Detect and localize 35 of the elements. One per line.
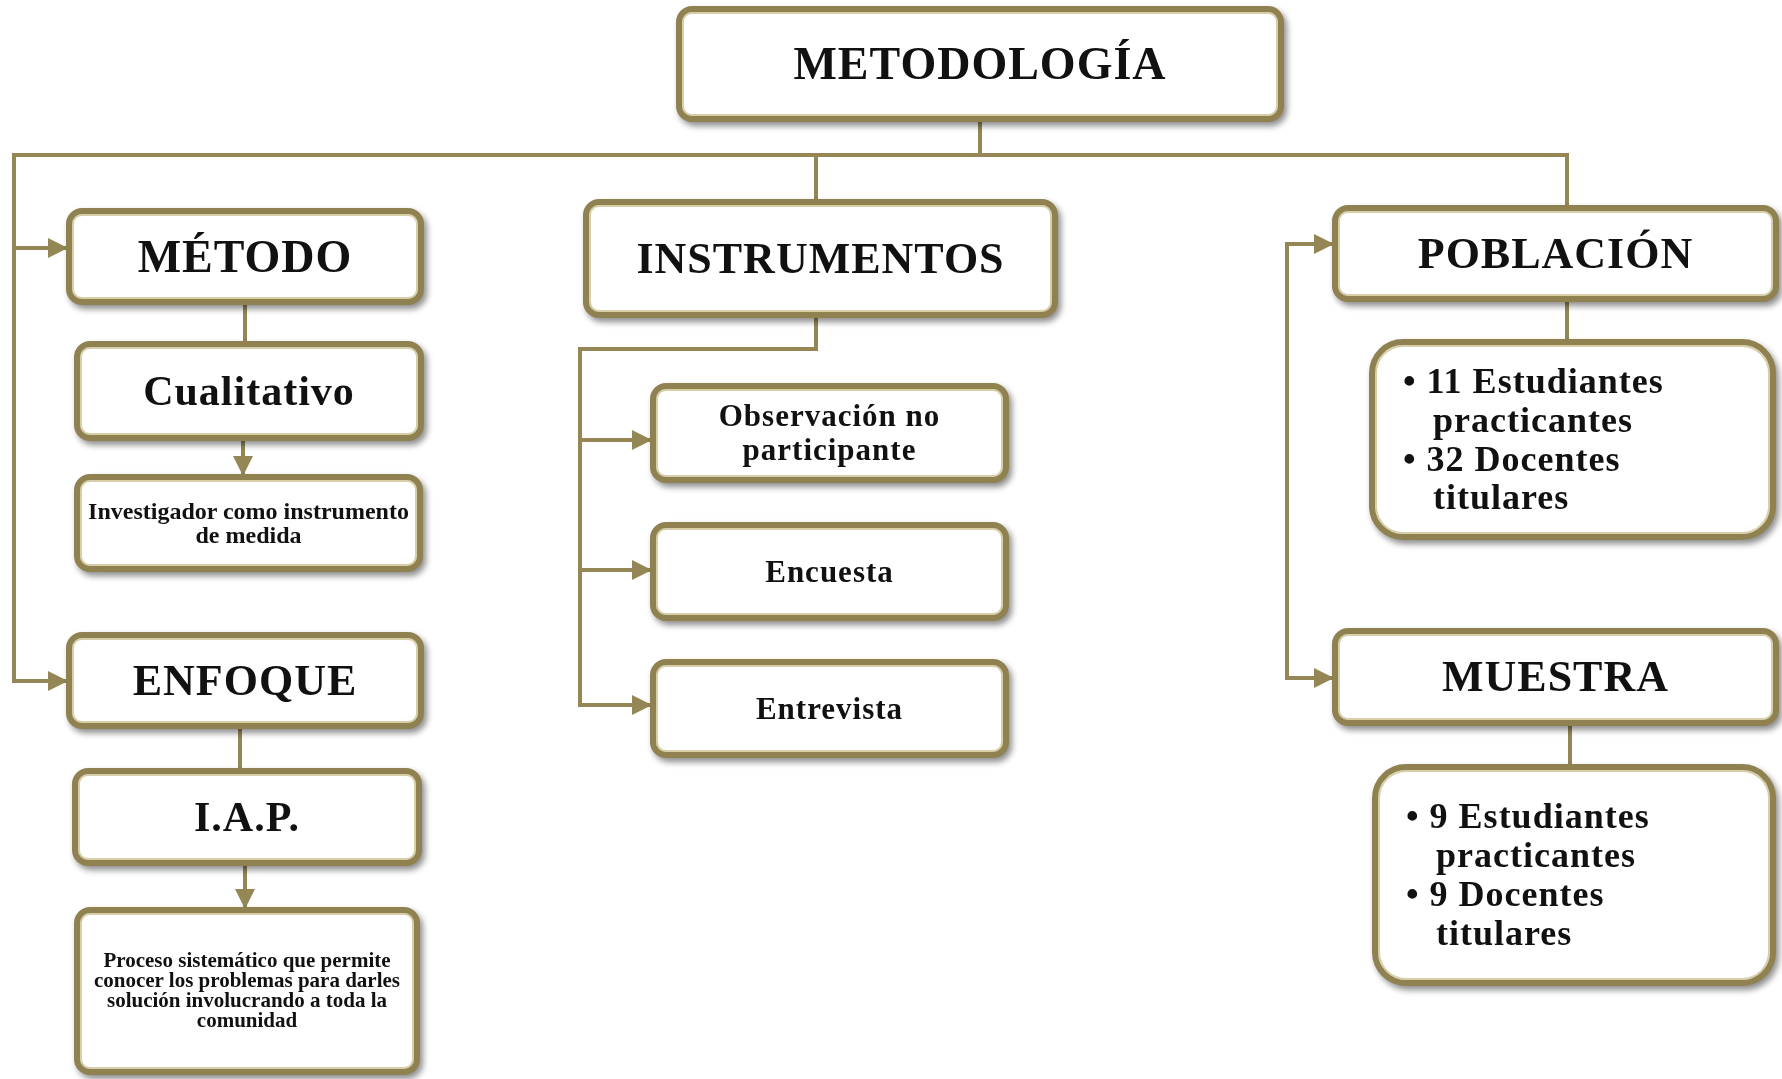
concept-box — [74, 341, 424, 441]
list-item: • 9 Docentes titulares — [1406, 875, 1605, 953]
connector-arrow — [1285, 234, 1334, 688]
concept-box — [676, 6, 1284, 122]
concept-box — [1332, 628, 1779, 726]
box-label: Entrevista — [755, 693, 904, 724]
box-label: Cualitativo — [143, 370, 355, 412]
box-label: POBLACIÓN — [1417, 231, 1694, 276]
list-item: • 9 Estudiantes practicantes — [1406, 797, 1651, 875]
concept-box — [66, 208, 424, 305]
concept-box — [650, 522, 1009, 621]
box-label: I.A.P. — [194, 796, 300, 838]
box-label: INSTRUMENTOS — [636, 236, 1005, 281]
box-label: Investigador como instrumento de medida — [88, 499, 409, 547]
concept-box — [583, 199, 1058, 318]
concept-box — [1332, 205, 1779, 302]
box-label: ENFOQUE — [132, 658, 358, 703]
connector-arrow — [233, 441, 253, 476]
list-box — [1372, 764, 1776, 986]
concept-box — [72, 768, 422, 866]
list-box — [1369, 339, 1776, 540]
concept-box — [650, 659, 1009, 758]
list-item: • 32 Docentes titulares — [1403, 439, 1621, 518]
box-label: METODOLOGÍA — [793, 41, 1167, 87]
box-label: Observación no participante — [717, 398, 942, 468]
concept-box — [650, 383, 1009, 483]
concept-box — [74, 474, 423, 572]
concept-box — [66, 632, 424, 729]
box-label: MUESTRA — [1442, 655, 1669, 699]
box-label: MÉTODO — [137, 233, 353, 280]
list-item: • 11 Estudiantes practicantes — [1403, 361, 1665, 440]
concept-box — [74, 907, 420, 1075]
box-label: Encuesta — [765, 556, 894, 587]
box-label: Proceso sistemático que permite conocer los problemas para darles solución involucrando a toda la comunidad — [92, 951, 401, 1031]
connector-arrow — [235, 866, 255, 909]
